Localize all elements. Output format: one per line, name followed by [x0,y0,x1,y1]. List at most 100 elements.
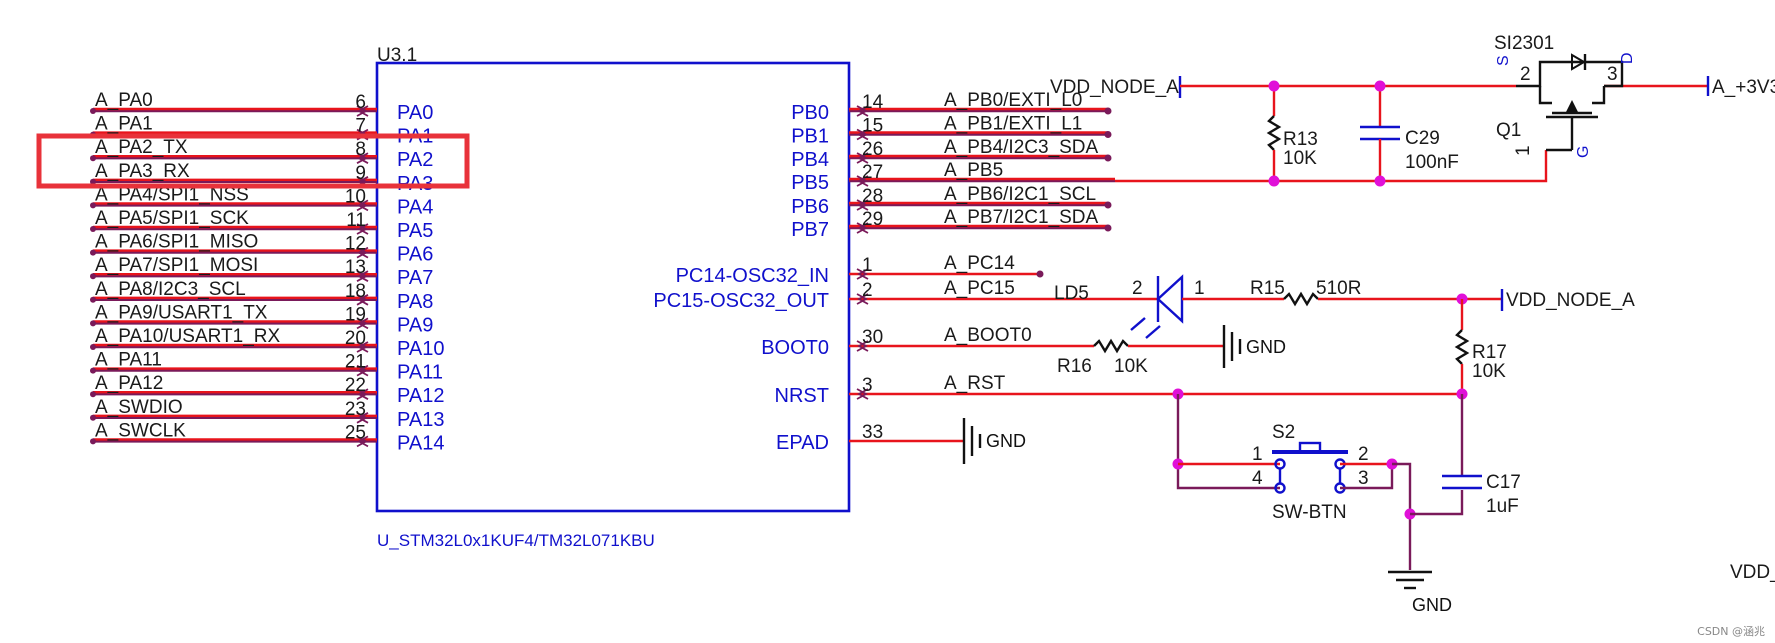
r16-value: 10K [1114,356,1148,377]
q1-pin3: 3 [1607,64,1618,85]
r17-value: 10K [1472,361,1506,382]
r16-ref: R16 [1057,356,1092,377]
q1-mosfet [1516,53,1624,152]
left-net-label: A_PA6/SPI1_MISO [95,232,258,253]
highlight-box [36,133,470,189]
left-pin-number: 20 [345,328,366,349]
right-pin-name: PC14-OSC32_IN [676,265,829,287]
watermark: CSDN @涵兆 [1697,625,1765,638]
r16-arrow-1 [1130,317,1146,331]
right-pin-number: 1 [862,255,873,276]
left-net-label: A_PA9/USART1_TX [95,302,268,323]
left-pin-number: 9 [355,163,366,184]
s2-pin4: 4 [1252,468,1263,489]
vdd-cut-label: VDD_ [1730,562,1775,583]
r13-ref: R13 [1283,129,1318,150]
left-pin-name: PA5 [397,220,433,242]
right-net-label: A_PB1/EXTI_L1 [944,114,1082,135]
right-net-label: A_BOOT0 [944,325,1032,346]
right-pin-name: PB1 [791,126,829,148]
s2-pin3: 3 [1358,468,1369,489]
left-pin-number: 13 [345,257,366,278]
right-pin-number: 30 [862,327,883,348]
left-pin-name: PA8 [397,291,433,313]
left-pin-14: A_SWCLK 25 PA14 [90,420,444,454]
s2-pin2: 2 [1358,444,1369,465]
q1-s-label: S [1495,55,1512,66]
left-pin-name: PA10 [397,338,444,360]
left-pin-number: 6 [355,92,366,113]
r15-ref: R15 [1250,278,1285,299]
left-net-label: A_SWCLK [95,420,186,441]
junction-c29-top [1374,80,1386,92]
r15-value: 510R [1316,278,1361,299]
left-pin-number: 10 [345,186,366,207]
junction-r13-top [1268,80,1280,92]
left-net-label: A_PA3_RX [95,161,190,182]
right-pin-name: BOOT0 [761,337,829,359]
left-pin-number: 12 [345,234,366,255]
left-net-label: A_PA4/SPI1_NSS [95,184,249,205]
left-pin-name: PA6 [397,244,433,266]
r17-ref: R17 [1472,342,1507,363]
left-pin-number: 25 [345,422,366,443]
right-pin-name: PC15-OSC32_OUT [653,290,829,312]
q1-d-label: D [1619,52,1636,64]
right-pin-name: PB4 [791,149,829,171]
right-net-label: A_PB5 [944,160,1003,181]
left-pin-number: 11 [346,210,366,231]
s2-pin1: 1 [1252,444,1263,465]
q1-g-label: G [1575,146,1592,158]
r16-arrow-2 [1145,325,1161,339]
right-pin-number: 29 [862,209,883,230]
right-net-label: A_PB4/I2C3_SDA [944,137,1099,158]
q1-pin2: 2 [1520,64,1531,85]
junction-r13-bottom [1268,175,1280,187]
left-pin-name: PA13 [397,409,444,431]
right-pin-number: 15 [862,116,883,137]
r13-value: 10K [1283,148,1317,169]
left-pin-name: PA0 [397,102,433,124]
left-net-label: A_SWDIO [95,397,183,418]
vdd-node-label-top: VDD_NODE_A [1050,77,1179,98]
left-pin-name: PA2 [397,149,433,171]
r15-resistor [1283,291,1319,307]
left-pin-number: 8 [355,139,366,160]
right-pin-number: 3 [862,375,873,396]
q1-part: SI2301 [1494,33,1554,54]
left-pin-number: 19 [345,304,366,325]
vdd-node-label-right: VDD_NODE_A [1506,290,1635,311]
left-net-label: A_PA2_TX [95,137,188,158]
chip-body [375,61,851,513]
right-pin-1: PB1 15 A_PB1/EXTI_L1 [791,114,1112,148]
right-net-label: A_RST [944,373,1006,394]
ld5-pin1: 1 [1194,278,1205,299]
pb5-gate-wire [1115,150,1548,183]
right-pin-name: PB7 [791,219,829,241]
left-net-label: A_PA11 [95,350,162,371]
left-pin-name: PA12 [397,385,444,407]
right-pin-name: PB0 [791,102,829,124]
left-pin-name: PA14 [397,432,444,454]
c29-value: 100nF [1405,152,1459,173]
s2-right-wire [1340,464,1394,490]
c17-value: 1uF [1486,496,1519,517]
right-net-label: A_PC15 [944,278,1015,299]
left-pin-name: PA7 [397,267,433,289]
right-net-label: A_PC14 [944,253,1015,274]
right-pin-name: EPAD [776,432,829,454]
left-net-label: A_PA0 [95,90,153,111]
r17-resistor [1454,329,1470,365]
right-pin-number: 14 [862,92,884,113]
right-pin-name: PB5 [791,172,829,194]
